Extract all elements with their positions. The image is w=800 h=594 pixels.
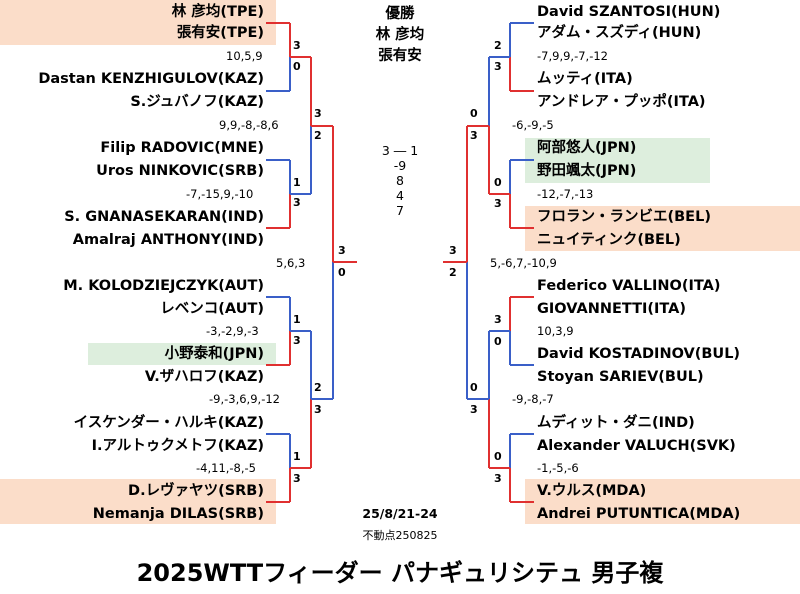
right-r1-score-1: -7,9,9,-7,-12 [537,49,608,63]
right-player-12: Stoyan SARIEV(BUL) [537,369,704,385]
right-r1-score-2: -12,-7,-13 [537,187,594,201]
right-sf-score: 5,-6,7,-10,9 [490,256,557,270]
right-player-4: アンドレア・プッポ(ITA) [537,94,706,110]
left-sf-games-bottom: 0 [338,266,346,279]
right-player-13: ムディット・ダニ(IND) [537,415,695,431]
right-r2-score-2: -9,-8,-7 [512,392,554,406]
right-player-14: Alexander VALUCH(SVK) [537,438,736,454]
highlight-right-2 [525,206,800,251]
right-player-15: V.ウルス(MDA) [537,483,647,499]
right-player-6: 野田颯太(JPN) [537,163,637,179]
champion-label: 優勝 [385,6,415,22]
left-player-6: Uros NINKOVIC(SRB) [96,163,264,179]
left-r1-games-bottom-3: 3 [293,334,301,347]
right-r1-score-3: 10,3,9 [537,324,574,338]
right-player-16: Andrei PUTUNTICA(MDA) [537,506,741,522]
right-player-9: Federico VALLINO(ITA) [537,278,721,294]
left-player-16: Nemanja DILAS(SRB) [92,506,264,522]
left-r2-score-2: -9,-3,6,9,-12 [209,392,280,406]
right-player-10: GIOVANNETTI(ITA) [537,301,687,317]
left-r2-games-bottom-1: 2 [314,129,322,142]
left-player-12: V.ザハロフ(KAZ) [144,369,264,385]
final-set-3: 4 [396,188,404,203]
left-r1-score-1: 10,5,9 [226,49,263,63]
left-player-5: Filip RADOVIC(MNE) [100,140,264,156]
source-note: 不動点250825 [362,529,438,542]
right-player-2: アダム・スズディ(HUN) [537,25,702,41]
right-r2-games-bottom-1: 3 [470,129,478,142]
right-r2-games-bottom-2: 3 [470,403,478,416]
highlight-left-2 [88,343,276,365]
right-player-3: ムッティ(ITA) [537,71,633,87]
right-r1-games-top-3: 3 [494,313,502,326]
final-set-4: 7 [396,203,404,218]
champion-player-1: 林 彦均 [375,27,425,43]
left-player-4: S.ジュバノフ(KAZ) [130,94,264,110]
champion-player-2: 張有安 [378,48,422,64]
left-r2-games-bottom-2: 3 [314,403,322,416]
right-r2-score-1: -6,-9,-5 [512,118,554,132]
left-player-2: 張有安(TPE) [176,25,264,41]
highlight-left-3 [0,479,276,524]
right-sf-games-bottom: 2 [449,266,457,279]
right-r2-games-top-2: 0 [470,381,478,394]
left-player-9: M. KOLODZIEJCZYK(AUT) [63,278,264,294]
left-player-7: S. GNANASEKARAN(IND) [64,209,264,225]
right-sf-games-top: 3 [449,244,457,257]
left-player-13: イスケンダー・ハルキ(KAZ) [73,415,264,431]
left-player-15: D.レヴァヤツ(SRB) [128,483,264,499]
left-player-10: レベンコ(AUT) [160,301,264,317]
highlight-left-1 [0,0,276,45]
left-r2-games-top-2: 2 [314,381,322,394]
left-r2-score-1: 9,9,-8,-8,6 [219,118,279,132]
left-player-11: 小野泰和(JPN) [164,346,264,362]
right-player-11: David KOSTADINOV(BUL) [537,346,741,362]
left-r1-games-top-2: 1 [293,176,301,189]
left-r1-games-top-3: 1 [293,313,301,326]
right-r1-games-bottom-4: 3 [494,472,502,485]
page-title: 2025WTTフィーダー パナギュリシテュ 男子複 [136,559,664,587]
right-r1-games-bottom-2: 3 [494,197,502,210]
left-sf-games-top: 3 [338,244,346,257]
right-r1-score-4: -1,-5,-6 [537,461,579,475]
left-r1-score-3: -3,-2,9,-3 [206,324,259,338]
left-r1-games-bottom-1: 0 [293,60,301,73]
left-r1-games-bottom-2: 3 [293,196,301,209]
right-player-5: 阿部悠人(JPN) [537,140,637,156]
right-r1-games-top-2: 0 [494,176,502,189]
right-r1-games-bottom-3: 0 [494,335,502,348]
highlight-right-1 [525,138,710,183]
right-player-8: ニュイティンク(BEL) [537,232,681,248]
left-player-8: Amalraj ANTHONY(IND) [72,232,264,248]
final-set-2: 8 [396,173,404,188]
final-games: 3 ― 1 [381,143,419,158]
right-r1-games-top-4: 0 [494,450,502,463]
left-r1-games-top-4: 1 [293,450,301,463]
left-player-3: Dastan KENZHIGULOV(KAZ) [38,71,264,87]
right-player-7: フロラン・ランビエ(BEL) [537,209,711,225]
highlight-right-3 [525,479,800,524]
left-sf-score: 5,6,3 [276,256,306,270]
right-r2-games-top-1: 0 [470,107,478,120]
final-set-1: -9 [393,158,407,173]
left-r1-games-top-1: 3 [293,39,301,52]
event-date: 25/8/21-24 [362,506,438,521]
left-player-14: I.アルトゥクメトフ(KAZ) [91,438,264,454]
left-r1-score-4: -4,11,-8,-5 [196,461,256,475]
right-r1-games-bottom-1: 3 [494,60,502,73]
right-player-1: David SZANTOSI(HUN) [537,4,721,20]
left-r1-games-bottom-4: 3 [293,472,301,485]
left-r1-score-2: -7,-15,9,-10 [186,187,254,201]
right-r1-games-top-1: 2 [494,39,502,52]
left-player-1: 林 彦均(TPE) [171,4,264,20]
left-r2-games-top-1: 3 [314,107,322,120]
